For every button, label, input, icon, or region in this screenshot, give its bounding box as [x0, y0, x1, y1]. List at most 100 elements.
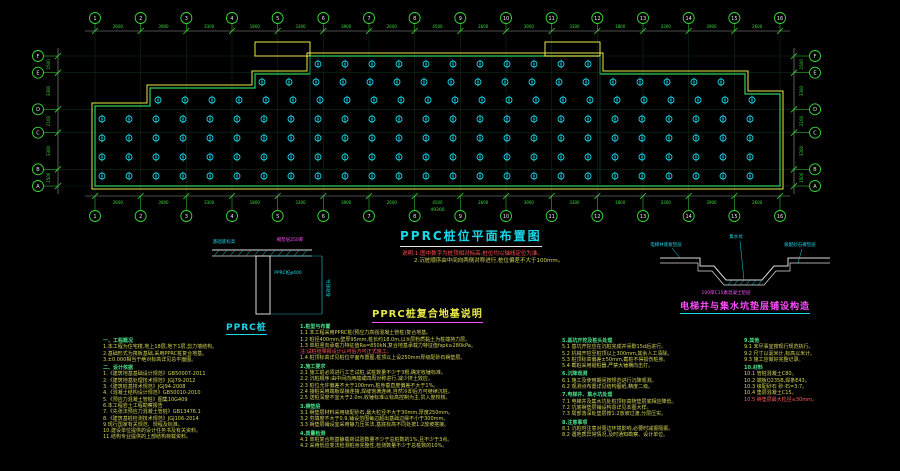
detail-label: 基础底标高: [213, 238, 236, 245]
pile-center: [128, 118, 130, 120]
pile-center: [155, 118, 157, 120]
note-line: 10.2 端板Q235B,焊条E43。: [744, 377, 810, 384]
dim-text: 3300: [661, 24, 672, 29]
axis-bubble-label: 9: [459, 16, 462, 22]
axis-bubble-label: 4: [230, 16, 233, 22]
pile-center: [236, 137, 238, 139]
pile-center: [722, 156, 724, 158]
pile-center: [128, 156, 130, 158]
detail-line: [660, 257, 830, 281]
pile-center: [587, 156, 589, 158]
dim-text: 3900: [524, 24, 535, 29]
pile-center: [425, 63, 427, 65]
pile-center: [587, 118, 589, 120]
pile-center: [560, 63, 562, 65]
pile-center: [506, 156, 508, 158]
note-line: 5.3 桩顶标高偏差±50mm,截桩不得损伤桩身。: [562, 356, 669, 363]
pile-center: [263, 118, 265, 120]
detail-left-pile-label: PPRC桩: [226, 320, 267, 335]
pile-center: [101, 175, 103, 177]
pile-center: [211, 99, 213, 101]
pile-center: [695, 175, 697, 177]
note-line: 4.1 单桩复合地基静载荷试验数量不少于总桩数的1%,且不少于3点。: [300, 437, 453, 444]
plan-note-1: 说明:1.图中数字为桩顶相对标高,桩位均以轴线定位为准。: [402, 251, 543, 257]
note-line: 10.5 褥垫层最大粒径≤30mm。: [744, 396, 818, 403]
pile-center: [398, 118, 400, 120]
hatch-line: [213, 249, 220, 257]
note-line: 1.《建筑地基基础设计规范》GB50007-2011: [103, 371, 206, 378]
pile-center: [398, 156, 400, 158]
note-heading: 一、工程概况: [103, 338, 134, 344]
detail-label: 褥垫层250厚: [277, 236, 304, 243]
axis-bubble-label: 6: [322, 16, 325, 22]
pile-center: [508, 99, 510, 101]
pile-center: [344, 175, 346, 177]
pile-center: [319, 99, 321, 101]
axis-bubble-label: 4: [230, 214, 233, 220]
pile-center: [425, 118, 427, 120]
note-line: 1.3 单桩竖向承载力特征值Ra=850kN,复合地基承载力特征值fspk≥28…: [300, 342, 476, 349]
note-heading: 4.质量检测: [300, 430, 326, 437]
note-heading: 7.电梯井、集水坑处理: [562, 392, 613, 399]
note-line: 10.1 管桩混凝土C80。: [744, 371, 797, 378]
pile-center: [749, 156, 751, 158]
axis-bubble-label: 3: [185, 214, 188, 220]
hatch-line: [269, 249, 276, 257]
pile-center: [344, 137, 346, 139]
pile-center: [693, 81, 695, 83]
dim-text: 1800: [615, 200, 626, 205]
pile-center: [587, 175, 589, 177]
axis-bubble-label: 14: [685, 214, 691, 220]
pile-center: [452, 137, 454, 139]
pile-center: [315, 81, 317, 83]
pile-center: [317, 175, 319, 177]
axis-bubble-label: 12: [594, 16, 600, 22]
pile-center: [182, 156, 184, 158]
note-heading: 5.基坑开挖及桩头处理: [562, 338, 613, 344]
hatch-line: [229, 249, 236, 257]
hatch-line: [277, 249, 284, 257]
pile-center: [751, 99, 753, 101]
note-line: 1.本工程为住宅楼,地上18层,地下1层,剪力墙结构。: [103, 344, 218, 351]
pile-center: [317, 118, 319, 120]
pile-center: [560, 137, 562, 139]
axis-bubble-label: E: [813, 70, 816, 76]
note-heading: 6.沉降观测: [562, 371, 588, 378]
plan-note-2: 2.沉桩顺序由中间向两侧对称进行,桩位偏差不大于100mm。: [414, 258, 564, 264]
note-line: 5.《预应力混凝土管桩》图集10G409: [103, 396, 188, 403]
pile-center: [614, 137, 616, 139]
axis-bubble-label: A: [36, 184, 40, 190]
note-heading: 1.桩型与布置: [300, 324, 331, 330]
pile-center: [533, 118, 535, 120]
note-line: 3.1 褥垫层材料采用级配砂石,最大粒径不大于30mm,厚度250mm。: [300, 409, 454, 416]
axis-bubble-label: E: [36, 70, 39, 76]
pile-center: [290, 175, 292, 177]
pile-center: [128, 137, 130, 139]
note-line: 7.2 坑底褥垫层铺设构造详见本图大样。: [562, 404, 652, 411]
pile-center: [209, 118, 211, 120]
pile-center: [371, 118, 373, 120]
note-heading: 9.其他: [744, 338, 760, 344]
pile-center: [479, 175, 481, 177]
pile-center: [263, 156, 265, 158]
pile-shaft: [255, 255, 271, 315]
note-line: 8.《建筑基桩检测技术规范》JGJ106-2014: [103, 415, 199, 422]
pile-center: [695, 156, 697, 158]
pile-center: [479, 156, 481, 158]
stair-core-outline: [254, 41, 311, 57]
pile-center: [506, 175, 508, 177]
axis-bubble-label: 16: [777, 16, 783, 22]
pile-center: [182, 175, 184, 177]
dim-text: 3300: [46, 85, 51, 96]
pile-center: [101, 118, 103, 120]
pile-center: [668, 156, 670, 158]
note-line: 5.1 基坑开挖应在沉桩完成并间歇15d后进行。: [562, 344, 667, 351]
dim-text: 3300: [799, 85, 804, 96]
note-line: 7.3 局部落深处垫层按1:2放坡过渡,分层压实。: [562, 411, 667, 418]
pile-center: [697, 99, 699, 101]
note-heading: 二、设计依据: [103, 365, 134, 372]
dim-text: 2600: [113, 24, 124, 29]
dim-text: 3300: [661, 200, 672, 205]
pile-center: [531, 81, 533, 83]
